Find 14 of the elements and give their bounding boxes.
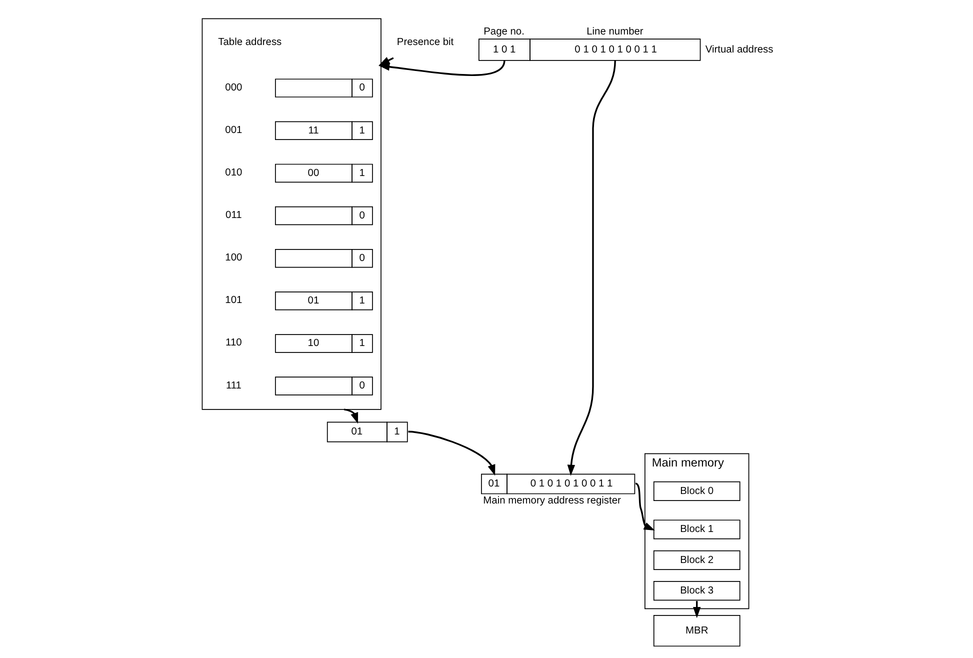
label: Table address <box>218 37 282 48</box>
node-label: Main memory address register <box>482 496 620 507</box>
label: 000 <box>224 82 242 94</box>
label: 110 <box>225 338 242 349</box>
node-label: Line number <box>586 26 643 38</box>
label: 001 <box>224 124 242 136</box>
label: 111 <box>225 380 241 392</box>
node-label: Virtual address <box>704 44 773 56</box>
label: 010 <box>224 167 242 178</box>
label: 100 <box>224 252 242 264</box>
node-text: Presence bit <box>396 37 454 48</box>
label: 101 <box>224 295 242 306</box>
node-label: Page no. <box>483 26 524 38</box>
label: 011 <box>225 210 242 221</box>
